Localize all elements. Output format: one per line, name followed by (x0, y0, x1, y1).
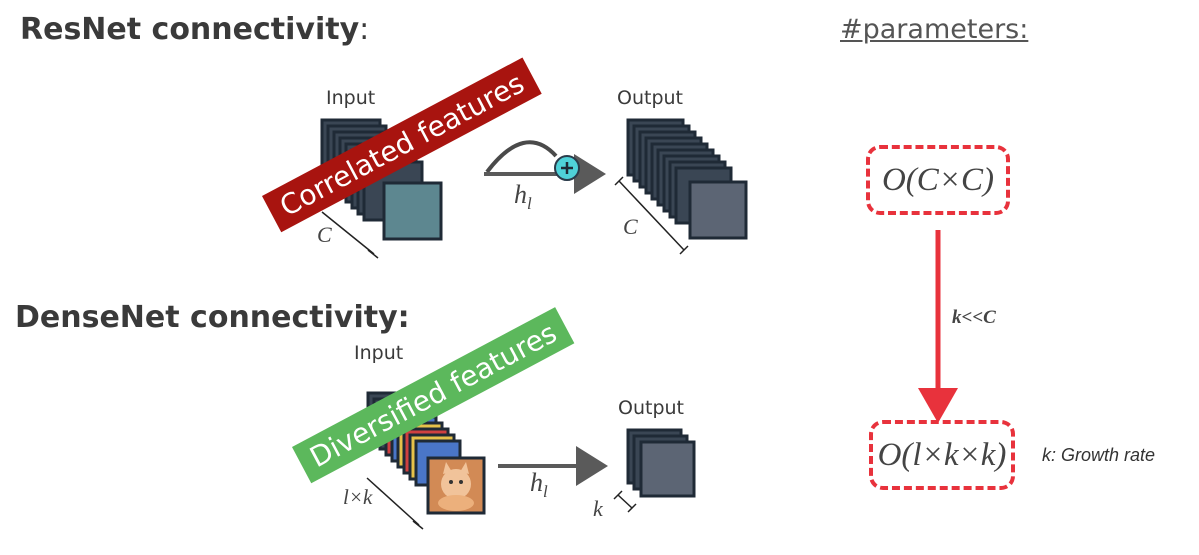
resnet-title: ResNet connectivity (20, 12, 360, 47)
densenet-heading: DenseNet connectivity: (15, 300, 410, 335)
growth-comparison-label: k<<C (952, 307, 996, 328)
densenet-params-box: O(l×k×k) (869, 420, 1015, 490)
resnet-input-label: Input (326, 87, 376, 109)
resnet-input-dim-line (321, 211, 375, 255)
densenet-input-dim: l×k (343, 485, 373, 509)
growth-rate-legend: k: Growth rate (1042, 445, 1156, 465)
resnet-heading: ResNet connectivity: (20, 12, 369, 47)
add-icon (554, 155, 580, 181)
resnet-skip-arc (485, 140, 558, 174)
resnet-output-dim: C (623, 214, 638, 239)
resnet-title-colon: : (359, 12, 370, 47)
resnet-op-label: hl (514, 180, 532, 214)
densenet-output-stack (626, 428, 696, 498)
densenet-input-dim-line (366, 477, 420, 526)
resnet-params-box: O(C×C) (866, 145, 1010, 215)
densenet-output-dim-line (617, 494, 633, 509)
resnet-output-stack (626, 118, 748, 240)
resnet-input-dim: C (317, 222, 332, 247)
resnet-op-symbol: h (514, 180, 527, 209)
resnet-output-dim-line (618, 180, 685, 251)
resnet-output-label: Output (617, 87, 683, 109)
densenet-output-dim: k (593, 496, 603, 521)
kitten-image (426, 456, 486, 515)
resnet-op-subscript: l (527, 194, 532, 214)
densenet-output-label: Output (618, 397, 684, 419)
parameters-title: #parameters: (840, 14, 1029, 45)
densenet-op-symbol: h (530, 468, 543, 497)
densenet-input-label: Input (354, 342, 404, 364)
densenet-op-subscript: l (543, 482, 548, 502)
densenet-op-label: hl (530, 468, 548, 502)
